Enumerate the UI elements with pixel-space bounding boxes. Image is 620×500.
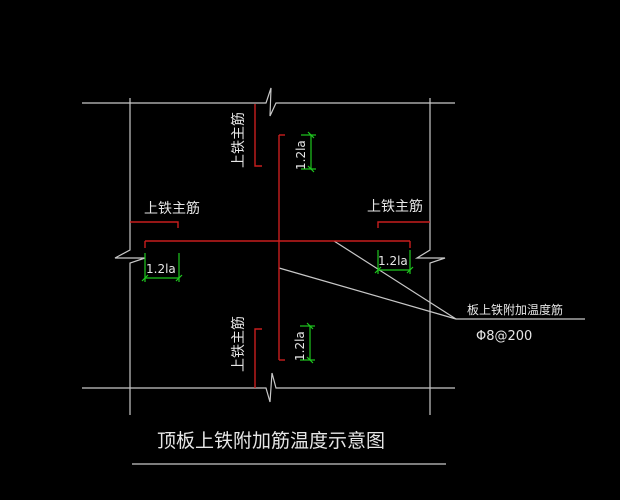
leader-line-2	[278, 267, 457, 320]
right-wall	[414, 98, 446, 415]
left-wall	[114, 98, 146, 415]
label-right-main-rebar: 上铁主筋	[367, 198, 423, 215]
dim-text-bottom: 1.2la	[293, 331, 307, 361]
label-top-main-rebar: 上铁主筋	[230, 112, 247, 168]
top-main-rebar	[254, 104, 262, 167]
leader-line-1	[333, 240, 457, 320]
right-main-rebar	[377, 221, 430, 228]
dimension-lines	[141, 131, 414, 364]
slab-outline	[82, 87, 585, 465]
label-bottom-main-rebar: 上铁主筋	[230, 316, 247, 372]
left-main-rebar	[130, 221, 179, 228]
top-edge-left	[82, 87, 455, 117]
dim-text-top: 1.2la	[294, 140, 308, 170]
bottom-edge	[82, 372, 455, 403]
dim-top	[301, 131, 316, 173]
dim-text-right: 1.2la	[378, 254, 408, 268]
leader-spec: Φ8@200	[476, 329, 532, 344]
dim-bottom	[300, 322, 315, 364]
dim-text-left: 1.2la	[146, 262, 176, 276]
dim-left	[141, 253, 183, 282]
drawing-title: 顶板上铁附加筋温度示意图	[157, 430, 385, 452]
dim-right	[374, 250, 414, 274]
bottom-main-rebar	[254, 328, 262, 388]
leader-label: 板上铁附加温度筋	[467, 302, 563, 317]
rebar-lines	[130, 104, 430, 388]
label-left-main-rebar: 上铁主筋	[144, 200, 200, 217]
